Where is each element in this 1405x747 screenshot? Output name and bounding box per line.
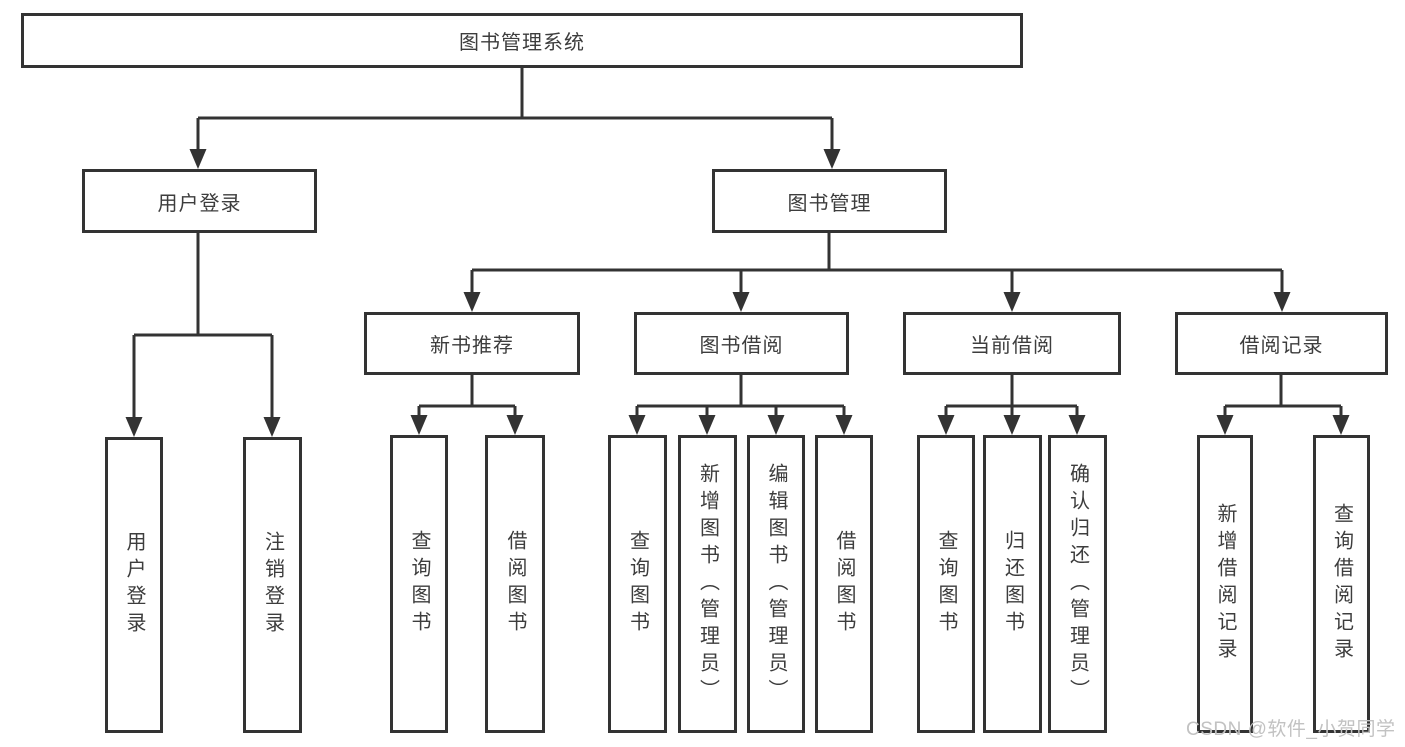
- csdn-watermark: CSDN @软件_小贺同学: [1186, 719, 1396, 740]
- node-current-borrow: 当前借阅: [903, 312, 1121, 375]
- leaf-current-return-books: 归还图书: [983, 435, 1042, 733]
- arrow-down-icon: [823, 149, 841, 169]
- arrow-down-icon: [1332, 415, 1350, 435]
- arrow-down-icon: [189, 149, 207, 169]
- connector-book-mgmt-to-level3: [470, 233, 1284, 294]
- arrow-down-icon: [628, 415, 646, 435]
- node-new-book-recommend: 新书推荐: [364, 312, 580, 375]
- arrowheads-records-leaves: [1216, 415, 1350, 435]
- leaf-records-add-record: 新增借阅记录: [1197, 435, 1253, 733]
- node-book-mgmt: 图书管理: [712, 169, 947, 233]
- leaf-recommend-borrow-books: 借阅图书: [485, 435, 545, 733]
- arrowheads-borrow-leaves: [628, 415, 853, 435]
- arrow-down-icon: [698, 415, 716, 435]
- arrow-down-icon: [767, 415, 785, 435]
- connector-records-to-leaves: [1223, 375, 1343, 417]
- leaf-current-query-books: 查询图书: [917, 435, 975, 733]
- leaf-user-login: 用户登录: [105, 437, 163, 733]
- leaf-recommend-query-books: 查询图书: [390, 435, 448, 733]
- arrow-down-icon: [732, 292, 750, 312]
- arrowheads-user-login-leaves: [125, 417, 281, 437]
- arrow-down-icon: [1216, 415, 1234, 435]
- connector-borrow-to-leaves: [635, 375, 846, 417]
- arrowheads-current-leaves: [937, 415, 1086, 435]
- arrow-down-icon: [835, 415, 853, 435]
- arrowheads-level3: [463, 292, 1291, 312]
- arrow-down-icon: [506, 415, 524, 435]
- arrow-down-icon: [410, 415, 428, 435]
- connector-current-to-leaves: [944, 375, 1079, 417]
- leaf-borrow-edit-books-admin: 编辑图书（管理员）: [747, 435, 805, 733]
- leaf-records-query-record: 查询借阅记录: [1313, 435, 1370, 733]
- arrowheads-level2: [189, 149, 841, 169]
- leaf-borrow-query-books: 查询图书: [608, 435, 667, 733]
- leaf-logout: 注销登录: [243, 437, 302, 733]
- connector-recommend-to-leaves: [417, 375, 517, 417]
- arrow-down-icon: [263, 417, 281, 437]
- arrowheads-recommend-leaves: [410, 415, 524, 435]
- arrow-down-icon: [1003, 292, 1021, 312]
- arrow-down-icon: [1003, 415, 1021, 435]
- leaf-current-confirm-return-admin: 确认归还（管理员）: [1048, 435, 1107, 733]
- arrow-down-icon: [1068, 415, 1086, 435]
- node-root: 图书管理系统: [21, 13, 1023, 68]
- node-borrow-records: 借阅记录: [1175, 312, 1388, 375]
- arrow-down-icon: [1273, 292, 1291, 312]
- arrow-down-icon: [937, 415, 955, 435]
- arrow-down-icon: [463, 292, 481, 312]
- connector-user-login-to-leaves: [132, 233, 274, 419]
- node-book-borrow: 图书借阅: [634, 312, 849, 375]
- arrow-down-icon: [125, 417, 143, 437]
- node-user-login: 用户登录: [82, 169, 317, 233]
- connector-root-to-level2: [196, 68, 834, 151]
- leaf-borrow-borrow-books: 借阅图书: [815, 435, 873, 733]
- leaf-borrow-add-books-admin: 新增图书（管理员）: [678, 435, 737, 733]
